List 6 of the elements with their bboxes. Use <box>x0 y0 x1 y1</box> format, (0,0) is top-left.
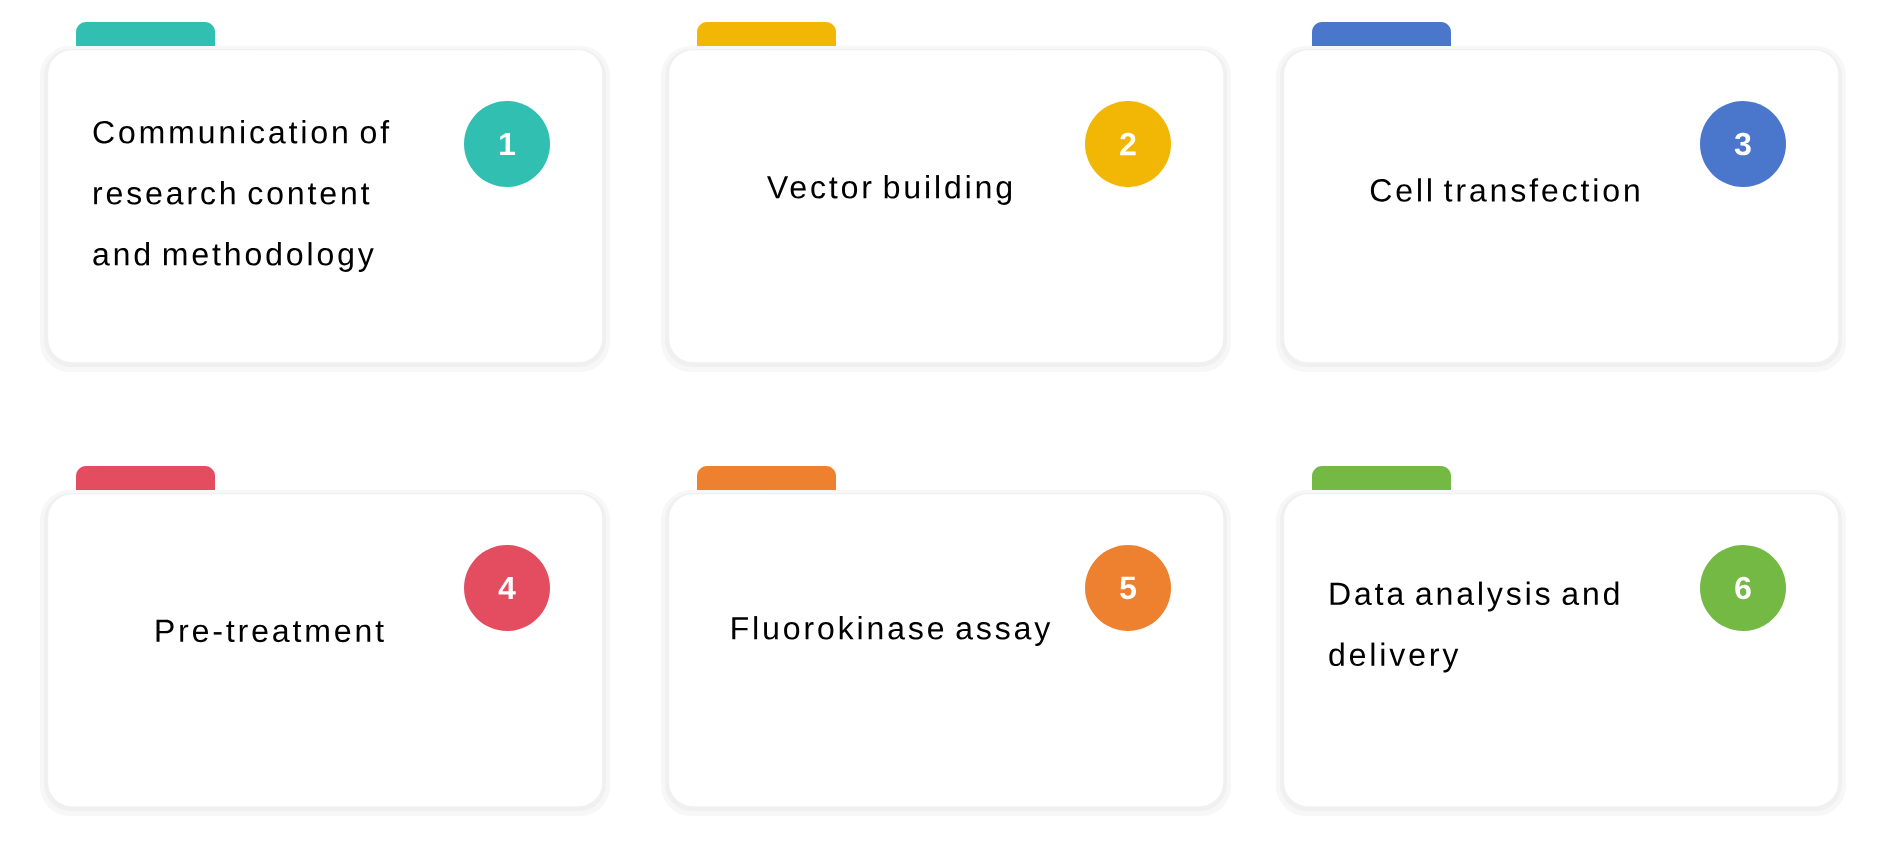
number-badge: 5 <box>1085 545 1171 631</box>
number-badge: 3 <box>1700 101 1786 187</box>
number-badge: 4 <box>464 545 550 631</box>
number-badge: 2 <box>1085 101 1171 187</box>
number-badge: 1 <box>464 101 550 187</box>
number-badge: 6 <box>1700 545 1786 631</box>
